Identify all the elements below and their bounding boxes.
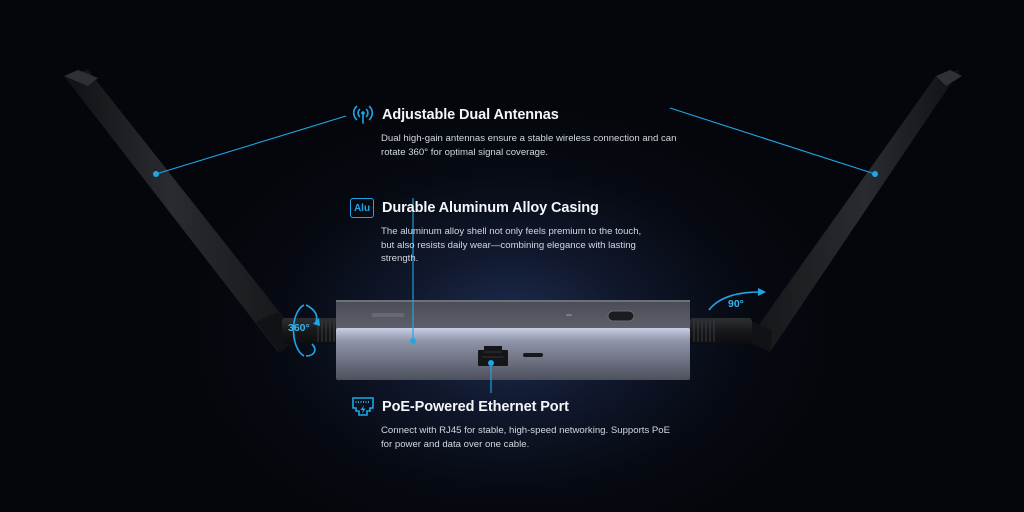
wifi-signal-icon	[350, 104, 376, 126]
feature-title: PoE-Powered Ethernet Port	[382, 399, 569, 415]
feature-antennas: Adjustable Dual Antennas Dual high-gain …	[350, 104, 681, 159]
feature-description: Dual high-gain antennas ensure a stable …	[381, 133, 677, 158]
feature-title: Durable Aluminum Alloy Casing	[382, 200, 599, 216]
device-body	[336, 300, 690, 380]
feature-description: The aluminum alloy shell not only feels …	[381, 226, 642, 264]
micro-port	[523, 353, 543, 357]
rotation-90-label: 90°	[728, 298, 744, 310]
left-antenna	[64, 70, 300, 352]
rotation-360-label: 360°	[288, 322, 310, 334]
feature-ethernet: PoE-Powered Ethernet Port Connect with R…	[350, 396, 681, 451]
right-connector	[690, 318, 752, 344]
feature-description: Connect with RJ45 for stable, high-speed…	[381, 425, 671, 450]
feature-casing: Alu Durable Aluminum Alloy Casing The al…	[350, 197, 656, 266]
ethernet-poe-icon	[350, 396, 376, 418]
brand-mark	[372, 313, 404, 317]
rotate-90-icon	[708, 288, 766, 311]
feature-title: Adjustable Dual Antennas	[382, 107, 559, 123]
rotate-360-icon	[292, 304, 320, 357]
alu-badge-icon: Alu	[350, 197, 376, 219]
led-indicator	[566, 314, 572, 316]
rj45-port	[478, 346, 508, 366]
right-antenna	[748, 70, 962, 352]
usb-c-port	[607, 310, 635, 322]
callout-lines	[153, 107, 878, 393]
